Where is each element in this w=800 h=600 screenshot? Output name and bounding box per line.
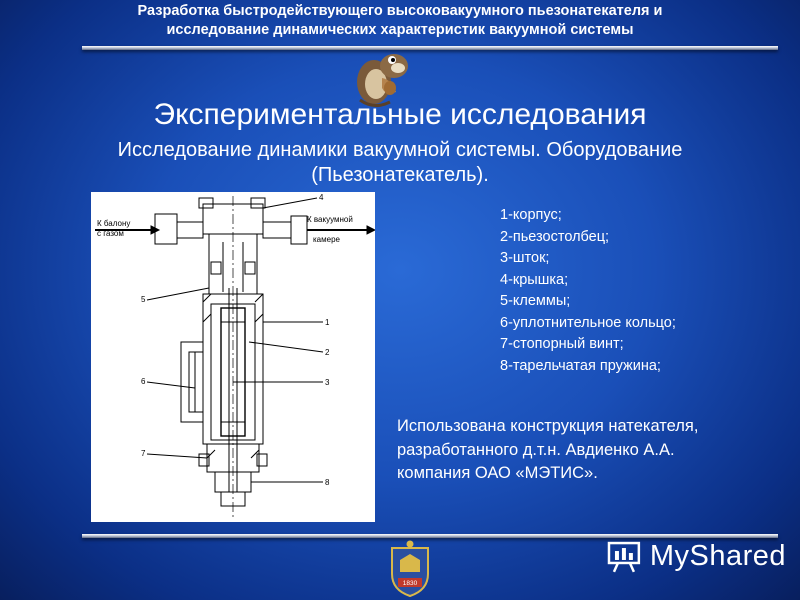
- university-emblem-icon: 1830: [391, 540, 429, 598]
- squirrel-mascot-image: [357, 54, 408, 107]
- callout-7: 7: [141, 449, 146, 458]
- note-line-2: разработанного д.т.н. Авдиенко А.А.: [397, 440, 675, 459]
- legend-item: 6-уплотнительное кольцо;: [500, 314, 676, 331]
- technical-drawing: К балону с газом К вакуумной камере 4 1 …: [95, 193, 377, 518]
- legend-item: 2-пьезостолбец;: [500, 228, 610, 245]
- slide-header: Разработка быстродействующего высоковаку…: [0, 0, 800, 44]
- callout-8: 8: [325, 478, 330, 487]
- legend-item: 1-корпус;: [500, 207, 562, 223]
- legend-item: 7-стопорный винт;: [500, 336, 624, 352]
- legend-item: 8-тарельчатая пружина;: [500, 357, 661, 374]
- gas-port-label-1: К балону: [97, 219, 130, 228]
- vacuum-port-label-1: К вакуумной: [307, 215, 353, 224]
- callout-1: 1: [325, 318, 330, 327]
- callout-2: 2: [325, 348, 330, 357]
- emblem-year: 1830: [403, 580, 418, 587]
- vacuum-port-label-2: камере: [313, 235, 341, 244]
- top-divider: [82, 46, 778, 50]
- slide-title: Экспериментальные исследования: [153, 98, 647, 131]
- callout-6: 6: [141, 377, 146, 386]
- gas-port-label-2: с газом: [97, 229, 124, 238]
- presentation-board-icon: [607, 541, 641, 573]
- callout-4: 4: [319, 193, 324, 202]
- logo-text: MyShared: [649, 539, 786, 572]
- legend-item: 5-клеммы;: [500, 293, 571, 309]
- subtitle-line-2: (Пьезонатекатель).: [311, 164, 489, 186]
- header-line-1: Разработка быстродействующего высоковаку…: [137, 3, 663, 19]
- callout-5: 5: [141, 295, 146, 304]
- callout-3: 3: [325, 378, 330, 387]
- note-line-3: компания ОАО «МЭТИС».: [397, 464, 598, 482]
- header-line-2: исследование динамических характеристик …: [166, 22, 634, 38]
- leak-valve-drawing: К балону с газом К вакуумной камере 4 1 …: [91, 192, 377, 522]
- slide-subtitle: Исследование динамики вакуумной системы.…: [60, 138, 740, 188]
- parts-legend: 1-корпус; 2-пьезостолбец; 3-шток; 4-крыш…: [500, 205, 676, 377]
- legend-item: 4-крышка;: [500, 271, 569, 288]
- legend-item: 3-шток;: [500, 250, 550, 266]
- bottom-divider: [82, 534, 778, 538]
- subtitle-line-1: Исследование динамики вакуумной системы.…: [117, 139, 683, 161]
- note-line-1: Использована конструкция натекателя,: [397, 417, 699, 435]
- design-credit-note: Использована конструкция натекателя, раз…: [397, 415, 782, 486]
- myshared-logo[interactable]: MyShared: [606, 538, 786, 574]
